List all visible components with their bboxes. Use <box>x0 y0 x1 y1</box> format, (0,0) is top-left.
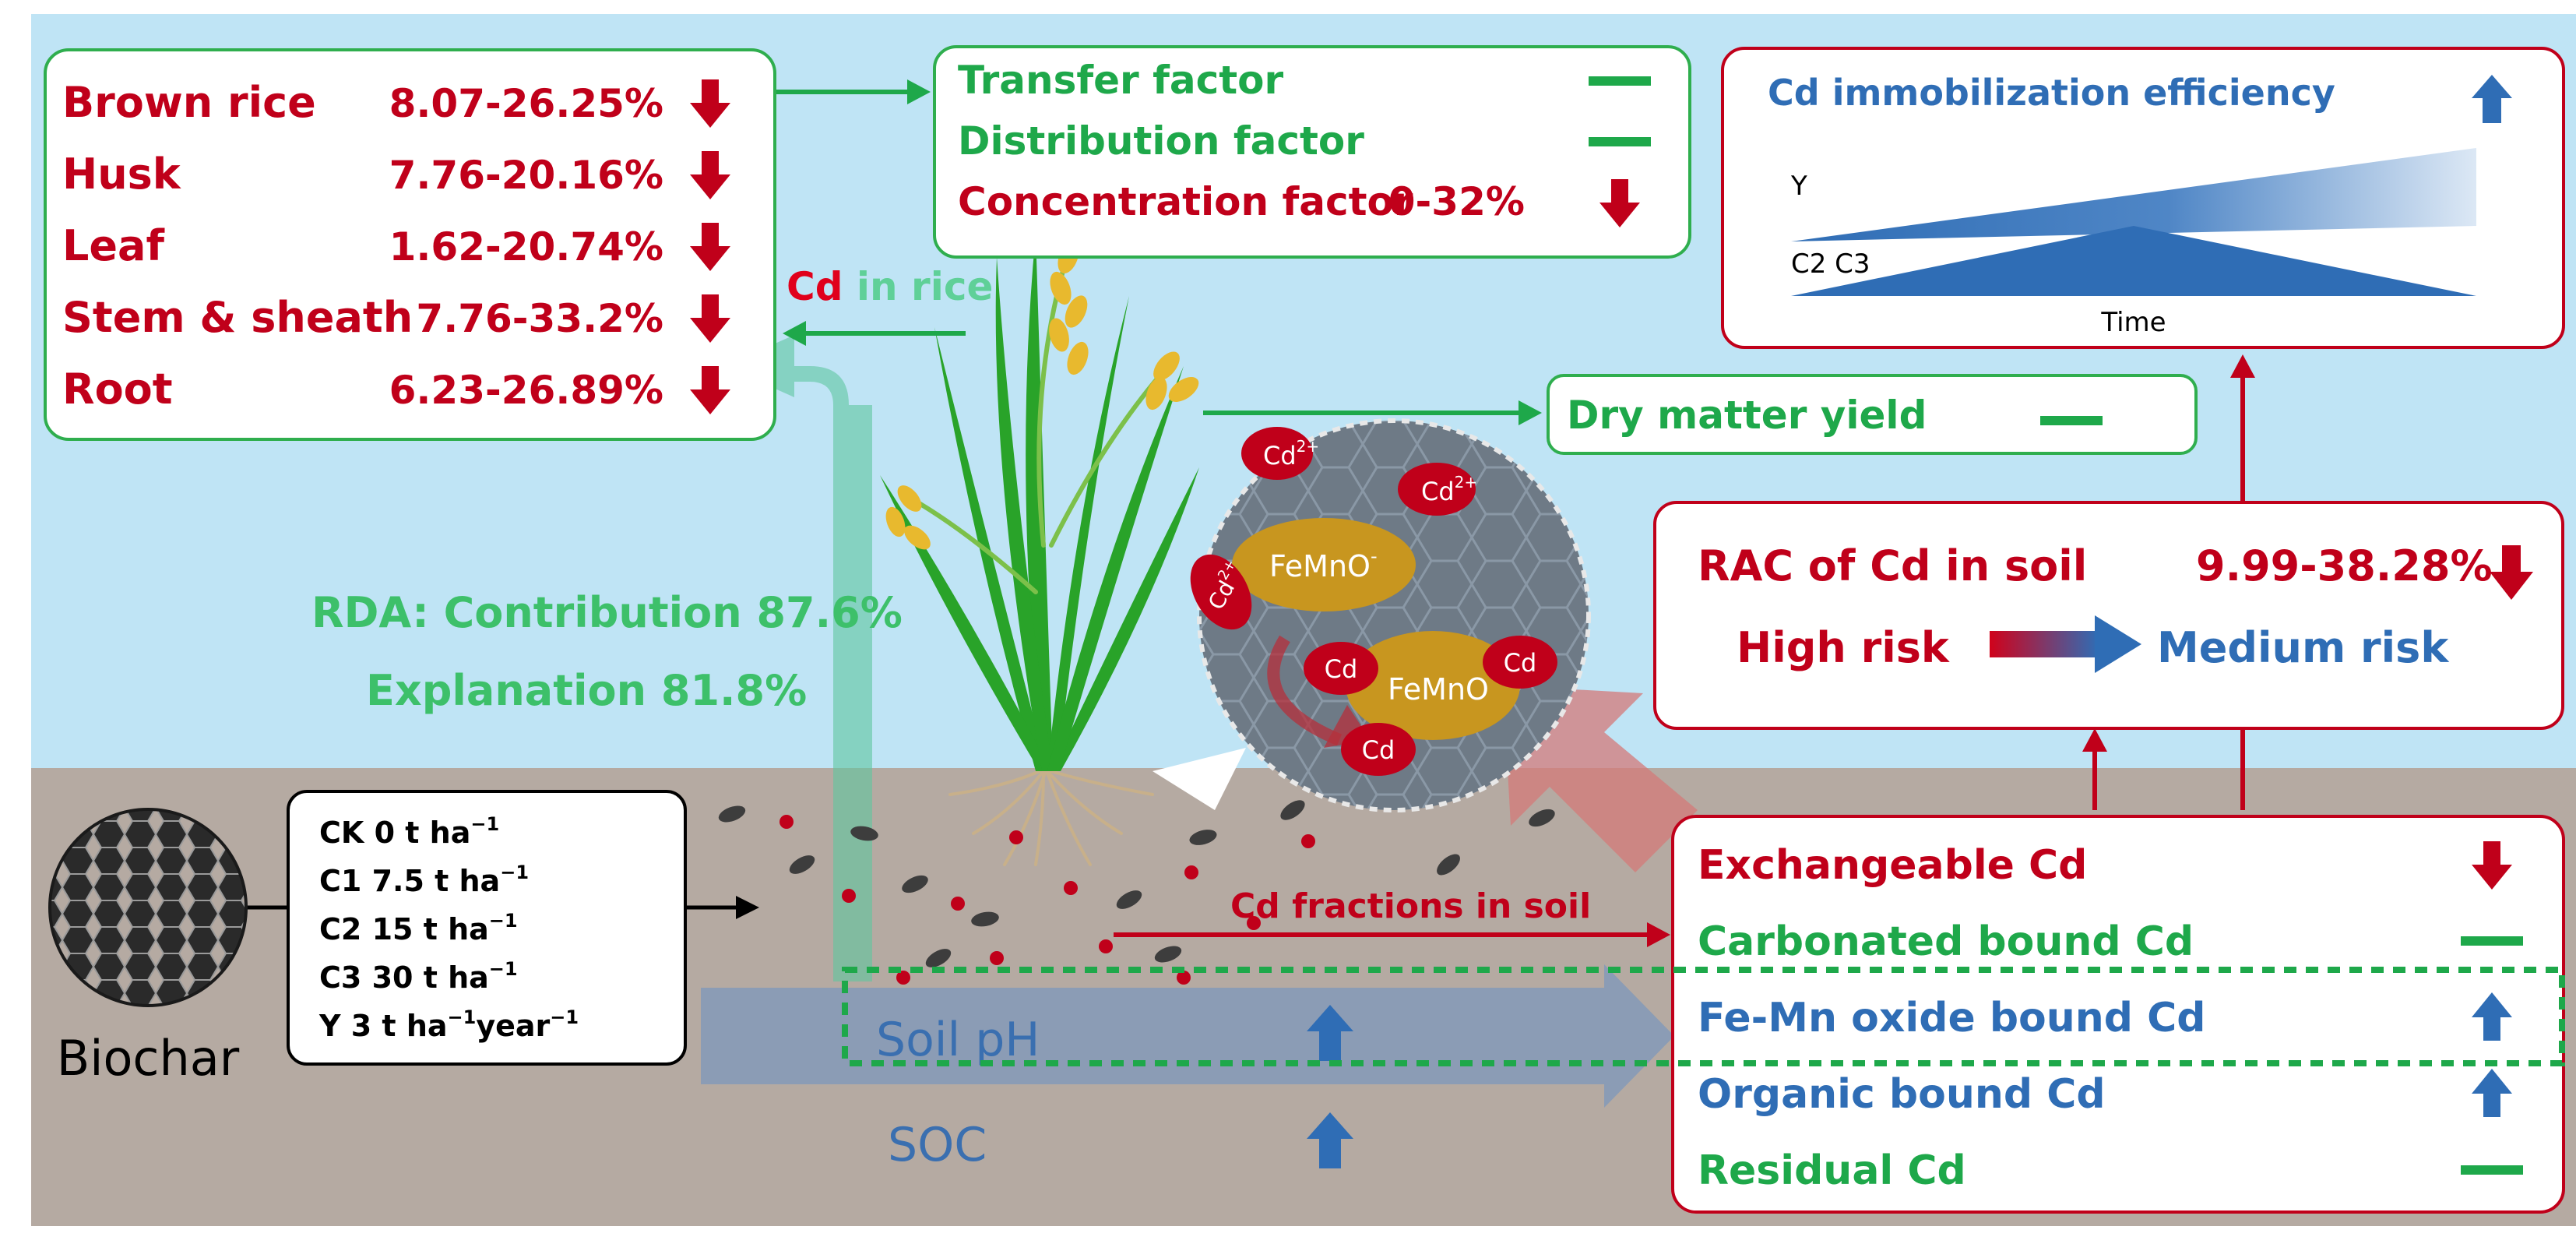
fraction-name: Residual Cd <box>1698 1147 1966 1194</box>
time-axis-label: Time <box>2100 307 2166 338</box>
svg-text:Cd2+: Cd2+ <box>1421 473 1477 506</box>
factor-name: Transfer factor <box>958 58 1283 103</box>
factor-value: 0-32% <box>1388 179 1525 224</box>
risk-arrow <box>1990 615 2141 673</box>
rice-part-range: 7.76-20.16% <box>389 153 663 198</box>
rice-roots <box>948 770 1154 866</box>
fraction-name: Fe-Mn oxide bound Cd <box>1698 995 2206 1041</box>
rda-explanation: Explanation 81.8% <box>366 666 807 715</box>
bound-cd-1: Cd <box>1304 642 1378 695</box>
red-connectors <box>1114 354 2255 947</box>
series-c-triangle <box>1791 226 2476 296</box>
fraction-name: Organic bound Cd <box>1698 1071 2106 1118</box>
down-arrow-rice-part <box>690 223 730 271</box>
svg-text:Cd: Cd <box>1504 648 1537 678</box>
cd2-ion-2: Cd2+ <box>1398 463 1477 516</box>
soil-cd-dots <box>779 815 1315 985</box>
down-arrow-rice-part <box>690 294 730 343</box>
treatment-row: CK 0 t ha−1 <box>319 813 499 850</box>
treatment-row: Y 3 t ha−1year−1 <box>318 1006 579 1043</box>
down-arrow-fraction <box>2472 841 2512 890</box>
treatment-row: C3 30 t ha−1 <box>319 958 518 995</box>
cd2-ion-3: Cd2+ <box>1190 554 1252 630</box>
biochar-icon <box>48 808 248 1007</box>
biochar-label: Biochar <box>57 1030 240 1087</box>
rice-part-range: 6.23-26.89% <box>389 368 663 413</box>
risk-to: Medium risk <box>2157 623 2449 672</box>
biochar-connectors <box>245 896 759 919</box>
cd2-ion-1: Cd2+ <box>1241 427 1319 480</box>
rac-title: RAC of Cd in soil <box>1698 541 2087 590</box>
soil-biochar-flakes <box>718 800 1555 967</box>
down-arrow-rice-part <box>690 366 730 414</box>
series-y-wedge <box>1791 148 2476 241</box>
svg-text:Cd: Cd <box>1325 654 1358 684</box>
rice-part-name: Leaf <box>62 221 164 270</box>
rda-arrow <box>724 335 872 981</box>
bound-cd-2: Cd <box>1483 636 1557 689</box>
factor-name: Concentration factor <box>958 179 1413 224</box>
rice-part-name: Root <box>62 365 173 414</box>
rice-part-name: Husk <box>62 150 181 199</box>
up-arrow-fraction <box>2472 1069 2512 1117</box>
fraction-name: Exchangeable Cd <box>1698 842 2087 889</box>
svg-text:Cd2+: Cd2+ <box>1263 437 1319 470</box>
up-arrow-immobilization <box>2472 75 2512 123</box>
femno-ellipse <box>1346 631 1520 740</box>
rac-box: RAC of Cd in soil 9.99-38.28% High risk … <box>1653 501 2564 730</box>
rice-part-name: Stem & sheath <box>62 293 413 342</box>
soil-to-fraction-arrow <box>701 964 1674 1108</box>
dry-matter-label: Dry matter yield <box>1567 393 1927 438</box>
fraction-to-particle-arrow <box>1503 685 1698 872</box>
series-c-label: C2 C3 <box>1791 248 1870 280</box>
rice-part-range: 1.62-20.74% <box>389 224 663 270</box>
femno-particle: Cd2+ Cd2+ Cd2+ FeMnO- FeMnO Cd Cd Cd <box>1153 418 1591 812</box>
dry-matter-box: Dry matter yield <box>1547 374 2198 455</box>
immobilization-title: Cd immobilization efficiency <box>1768 72 2335 114</box>
femno-neg-label: FeMnO- <box>1269 545 1378 583</box>
fractions-box: Exchangeable Cd Carbonated bound Cd Fe-Mn … <box>1671 815 2565 1214</box>
rda-contribution: RDA: Contribution 87.6% <box>311 588 903 637</box>
femno-label: FeMnO <box>1388 672 1489 707</box>
up-arrow-soil-ph <box>1307 1005 1353 1061</box>
down-arrow-rac <box>2490 545 2533 600</box>
bound-cd-3: Cd <box>1341 723 1416 776</box>
green-connectors <box>775 79 1542 425</box>
treatment-row: C2 15 t ha−1 <box>319 910 518 946</box>
up-arrow-soc <box>1307 1112 1353 1168</box>
treatments-box: CK 0 t ha−1 C1 7.5 t ha−1 C2 15 t ha−1 C3 3… <box>287 790 687 1066</box>
rice-parts-box: Brown rice 8.07-26.25% Husk 7.76-20.16% Leaf… <box>44 48 776 441</box>
treatment-row: C1 7.5 t ha−1 <box>319 862 529 898</box>
cd-in-rice-label: Cd in rice <box>787 264 993 309</box>
cd-fractions-label: Cd fractions in soil <box>1230 886 1591 926</box>
down-arrow-rice-part <box>690 151 730 199</box>
risk-from: High risk <box>1737 623 1950 672</box>
down-arrow-factor <box>1599 179 1640 227</box>
soc-label: SOC <box>888 1118 987 1172</box>
rice-part-name: Brown rice <box>62 78 316 127</box>
rice-grains <box>885 240 1199 550</box>
down-arrow-rice-part <box>690 79 730 128</box>
rice-part-range: 7.76-33.2% <box>416 296 663 341</box>
femno-neg-ellipse <box>1232 518 1416 611</box>
immobilization-box: Cd immobilization efficiency Y C2 C3 Tim… <box>1721 47 2565 349</box>
up-arrow-fraction <box>2472 992 2512 1041</box>
svg-text:Cd: Cd <box>1362 735 1395 765</box>
rice-plant <box>880 234 1199 866</box>
femno-highlight-frame <box>842 967 2565 1066</box>
series-y-label: Y <box>1790 171 1807 202</box>
fraction-name: Carbonated bound Cd <box>1698 918 2194 965</box>
rice-part-range: 8.07-26.25% <box>389 81 663 126</box>
soil-ph-label: Soil pH <box>876 1013 1040 1067</box>
rac-range: 9.99-38.28% <box>2196 541 2493 590</box>
factor-name: Distribution factor <box>958 118 1364 164</box>
